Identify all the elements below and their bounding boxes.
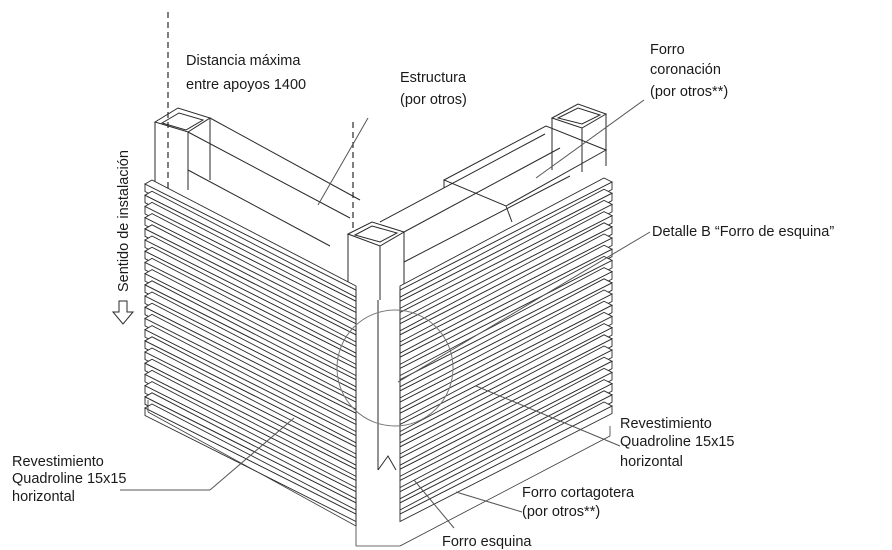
right-slat-top	[399, 334, 613, 448]
detail-b-circle	[336, 309, 454, 427]
label-forro-cortagotera: Forro cortagotera (por otros**)	[522, 485, 638, 520]
right-slat-top	[399, 390, 613, 504]
forro-coronacion-cap	[442, 125, 608, 223]
right-slat-top	[399, 379, 613, 493]
right-slat-top	[399, 401, 613, 515]
structure-frame	[153, 103, 608, 300]
right-slat-top	[399, 367, 613, 482]
right-slat-top	[399, 356, 613, 470]
left-slat-top	[144, 179, 357, 291]
label-forro-esquina: Forro esquina	[442, 534, 532, 550]
label-sentido-instalacion: Sentido de instalación	[116, 150, 132, 292]
label-forro-coronacion: Forro coronación (por otros**)	[650, 42, 728, 100]
label-revestimiento-left: Revestimiento Quadroline 15x15 horizonta…	[12, 454, 131, 505]
left-wall-slats	[144, 179, 357, 523]
right-slat-top	[399, 177, 613, 291]
leader-lines	[120, 99, 651, 529]
label-distancia-maxima: Distancia máxima entre apoyos 1400	[186, 53, 306, 93]
arrow-down-outline-icon	[111, 300, 135, 325]
label-estructura: Estructura (por otros)	[400, 70, 470, 108]
base-outline	[147, 400, 611, 547]
label-revestimiento-right: Revestimiento Quadroline 15x15 horizonta…	[620, 416, 739, 470]
label-detalle-b: Detalle B “Forro de esquina”	[652, 224, 834, 240]
forro-esquina-corner	[355, 290, 401, 526]
right-slat-top	[399, 345, 613, 459]
right-wall-slats	[399, 177, 613, 523]
